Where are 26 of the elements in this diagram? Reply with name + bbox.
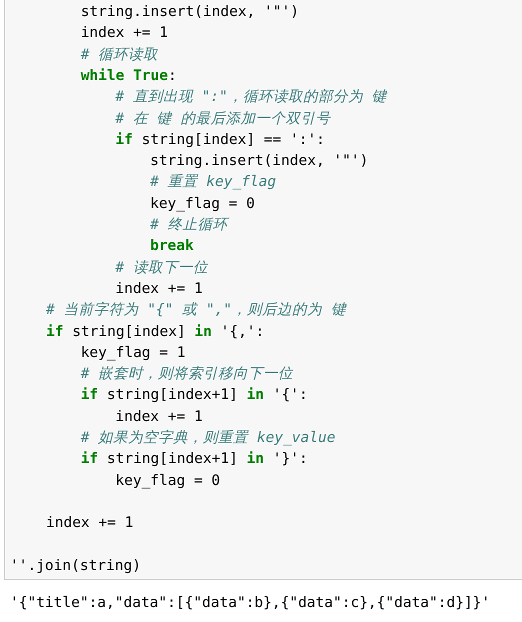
code-line: if string[index+1] in '{': bbox=[80, 386, 308, 404]
output-text: '{"title":a,"data":[{"data":b},{"data":c},{"data":d}]}' bbox=[10, 594, 490, 612]
code-line: index += 1 bbox=[115, 408, 203, 426]
code-comment: # 读取下一位 bbox=[115, 258, 208, 277]
code-comment: # 如果为空字典，则重置 key_value bbox=[80, 429, 336, 447]
code-line: key_flag = 0 bbox=[115, 472, 220, 490]
code-comment: # 当前字符为 "{" 或 ","，则后边的为 键 bbox=[46, 301, 346, 320]
code-comment: # 直到出现 ":"，循环读取的部分为 键 bbox=[115, 88, 386, 106]
code-line: ''.join(string) bbox=[10, 556, 141, 575]
code-line: key_flag = 0 bbox=[150, 194, 255, 213]
code-line: if string[index] in '{,': bbox=[46, 322, 264, 340]
code-line: string.insert(index, '"') bbox=[80, 3, 299, 21]
code-comment: # 循环读取 bbox=[80, 46, 158, 64]
code-line: break bbox=[150, 237, 194, 256]
code-line: index += 1 bbox=[115, 280, 203, 298]
code-line: while True: bbox=[80, 66, 177, 85]
code-comment: # 终止循环 bbox=[150, 216, 228, 234]
code-line: key_flag = 1 bbox=[80, 344, 186, 362]
code-comment: # 重置 key_flag bbox=[150, 173, 276, 192]
code-line: if string[index+1] in '}': bbox=[80, 450, 308, 468]
code-comment: # 在 键 的最后添加一个双引号 bbox=[115, 110, 330, 128]
code-line: index += 1 bbox=[46, 514, 134, 532]
code-line: if string[index] == ':': bbox=[115, 130, 325, 149]
code-line: string.insert(index, '"') bbox=[150, 152, 368, 170]
code-line: index += 1 bbox=[80, 24, 168, 42]
code-comment: # 嵌套时，则将索引移向下一位 bbox=[80, 365, 294, 384]
